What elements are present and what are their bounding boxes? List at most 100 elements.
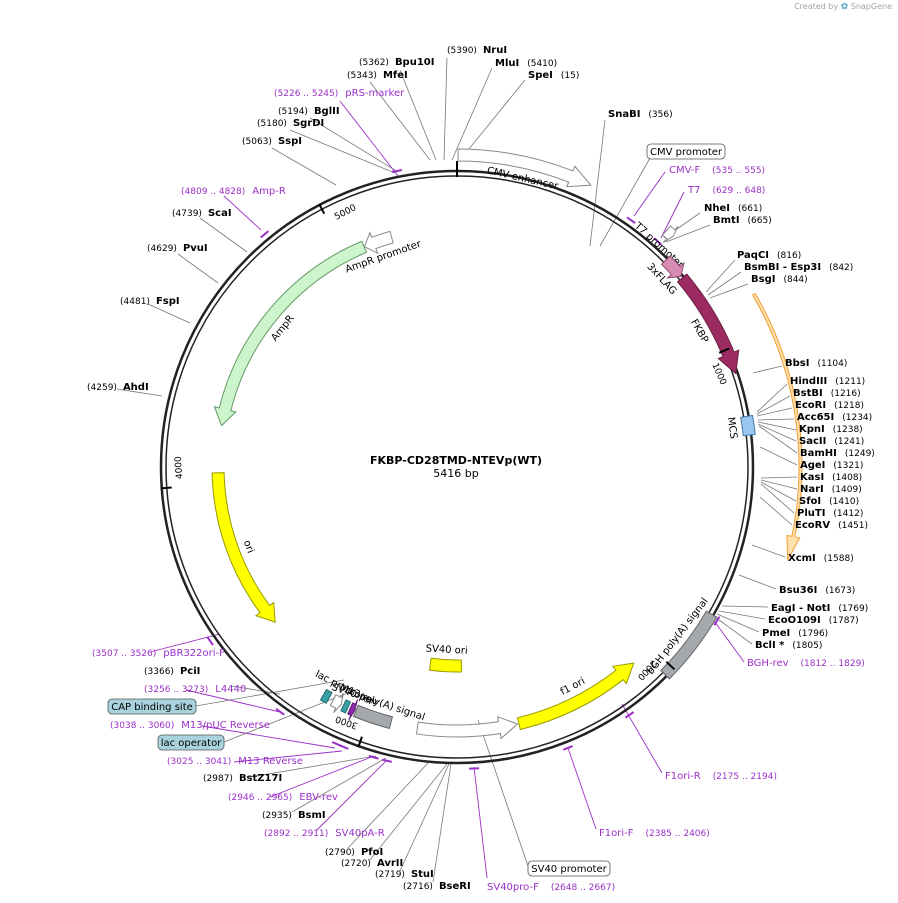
snapgene-logo-icon: ✿: [840, 2, 849, 12]
enzyme-position: (816): [777, 251, 801, 261]
label-box: [157, 734, 225, 751]
f1-ori-arc: [516, 662, 635, 731]
enzyme-site: (2935)BsmI: [262, 810, 326, 821]
enzyme-name: PaqCI: [737, 250, 769, 261]
enzyme-leader: [758, 425, 798, 454]
tick-mark: [160, 486, 172, 490]
enzyme-leader: [760, 479, 798, 490]
bgh-polya-arc: [660, 610, 718, 680]
primer-leader: [201, 725, 336, 749]
enzyme-position: (665): [748, 216, 772, 226]
enzyme-site: BmtI(665): [713, 215, 772, 226]
enzyme-site: EagI - NotI(1769): [771, 603, 868, 614]
primer-leader: [711, 617, 745, 663]
primer-range: (2648 .. 2667): [551, 883, 615, 893]
enzyme-site: EcoO109I(1787): [768, 615, 859, 626]
lac-promoter-arc: [329, 692, 344, 714]
tick-mark: [318, 203, 326, 215]
ori-arc: [211, 472, 276, 623]
primer-leader: [315, 759, 388, 832]
enzyme-position: (1769): [838, 604, 868, 614]
primer-name: pRS-marker: [345, 88, 405, 99]
enzyme-leader: [760, 483, 795, 514]
enzyme-site: (2790)PfoI: [325, 847, 383, 858]
label-text: CAP binding site: [111, 702, 193, 713]
enzyme-position: (1216): [831, 389, 861, 399]
enzyme-name: AgeI: [800, 460, 825, 471]
enzyme-site: BbsI(1104): [785, 358, 847, 369]
primer-bar: [338, 744, 349, 750]
enzyme-name: SnaBI: [608, 109, 640, 120]
enzyme-leader: [756, 395, 791, 415]
enzyme-leader: [757, 423, 797, 442]
enzyme-name: NheI: [704, 203, 730, 214]
enzyme-leader: [369, 81, 431, 161]
enzyme-name: BglII: [314, 106, 340, 117]
fkbp: FKBP: [676, 273, 740, 375]
enzyme-leader: [760, 481, 797, 502]
enzyme-name: EcoRV: [795, 520, 830, 531]
enzyme-name: PvuI: [183, 243, 208, 254]
enzyme-position: (1234): [842, 413, 872, 423]
plasmid-size: 5416 bp: [433, 467, 478, 480]
enzyme-leader: [309, 117, 399, 173]
label-text: SV40 promoter: [531, 864, 607, 875]
enzyme-leader: [177, 253, 219, 284]
enzyme-site: XcmI(1588): [788, 553, 854, 564]
enzyme-position: (2987): [203, 774, 233, 784]
enzyme-site: (3366)PciI: [144, 666, 200, 677]
enzyme-site: (5194)BglII: [278, 106, 340, 117]
tick-mark: [357, 736, 363, 748]
enzyme-site: (4259)AhdI: [87, 382, 149, 393]
sv40-promoter-label: SV40 promoter: [527, 860, 611, 877]
primer-name: L4440: [215, 684, 246, 695]
primer-site: F1ori-R(2175 .. 2194): [665, 771, 777, 782]
backbone: [159, 161, 755, 765]
enzyme-site: BsgI(844): [751, 274, 808, 285]
enzyme-position: (1796): [798, 629, 828, 639]
enzyme-site: AgeI(1321): [800, 460, 863, 471]
primer-leader: [269, 755, 375, 798]
cmv-enhancer-arc: [457, 148, 592, 188]
enzyme-site: PaqCI (816): [737, 250, 801, 261]
primer-range: (1812 .. 1829): [801, 659, 865, 669]
enzyme-site: HindIII(1211): [790, 376, 865, 387]
primer-site: SV40pro-F(2648 .. 2667): [487, 882, 615, 893]
enzyme-position: (1451): [838, 521, 868, 531]
tick-label: 1000: [709, 362, 727, 387]
enzyme-name: PmeI: [762, 628, 790, 639]
enzyme-site: SpeI(15): [528, 70, 579, 81]
primer-name: CMV-F: [669, 165, 700, 176]
enzyme-name: NarI: [800, 484, 824, 495]
primer-leader: [233, 750, 343, 763]
primer-range: (629 .. 648): [712, 186, 765, 196]
cap-site: [319, 688, 333, 704]
enzyme-site: SnaBI (356): [608, 109, 673, 120]
enzyme-leader: [369, 763, 448, 861]
3xflag-arc: [660, 255, 685, 279]
label-text: CMV promoter: [650, 147, 723, 158]
primer-name: pBR322ori-F: [163, 648, 225, 659]
primer-site: (2892 .. 2911)SV40pA-R: [264, 828, 385, 839]
enzyme-position: (4259): [87, 383, 117, 393]
enzyme-position: (2935): [262, 811, 292, 821]
tick-label: 2000: [635, 658, 658, 682]
enzyme-leader: [752, 365, 783, 374]
enzyme-site: Bsu36I(1673): [779, 585, 855, 596]
primer-name: F1ori-F: [599, 828, 634, 839]
enzyme-position: (356): [648, 110, 672, 120]
enzyme-position: (2720): [341, 859, 371, 869]
enzyme-site: NheI(661): [704, 203, 762, 214]
enzyme-position: (1218): [834, 401, 864, 411]
enzyme-position: (1409): [832, 485, 862, 495]
label-box: [527, 860, 611, 877]
t7-promoter-arc: [661, 225, 679, 243]
enzyme-name: SspI: [278, 136, 302, 147]
m13-rev-arc: [347, 699, 358, 721]
enzyme-position: (5362): [359, 58, 389, 68]
enzyme-position: (3366): [144, 667, 174, 677]
enzyme-site: NarI (1409): [800, 484, 862, 495]
enzyme-leader: [443, 57, 448, 161]
enzyme-leader: [757, 421, 797, 431]
